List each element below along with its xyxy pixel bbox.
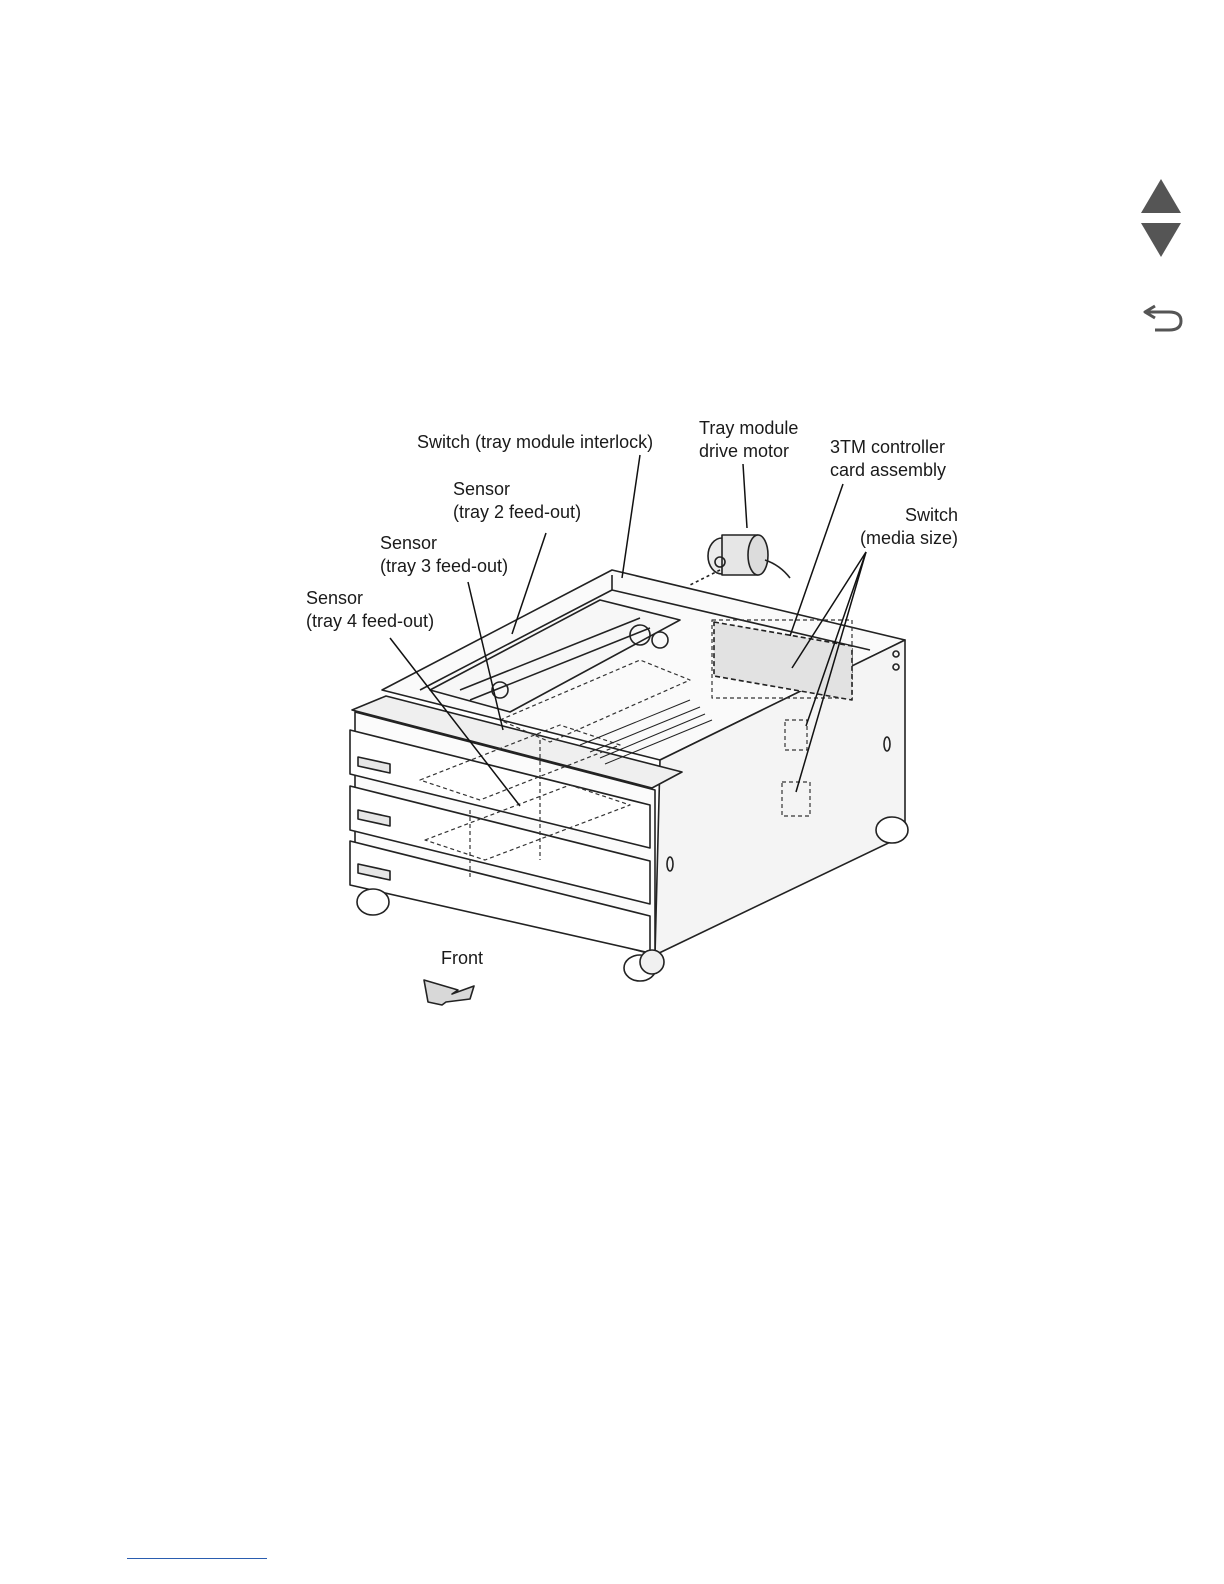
label-media-line2: (media size) [842,527,958,550]
label-controller-line2: card assembly [830,459,946,482]
label-controller-card: 3TM controller card assembly [830,436,946,482]
label-tray3-line1: Sensor [380,532,508,555]
label-tray2-line2: (tray 2 feed-out) [453,501,581,524]
label-tray4-line1: Sensor [306,587,434,610]
label-tray3-line2: (tray 3 feed-out) [380,555,508,578]
label-drive-motor-line2: drive motor [699,440,798,463]
label-tray2-line1: Sensor [453,478,581,501]
label-controller-line1: 3TM controller [830,436,946,459]
label-tray2-sensor: Sensor (tray 2 feed-out) [453,478,581,524]
drive-motor [708,535,790,578]
front-arrow-icon [424,980,474,1005]
label-tray3-sensor: Sensor (tray 3 feed-out) [380,532,508,578]
label-tray4-sensor: Sensor (tray 4 feed-out) [306,587,434,633]
label-front: Front [441,947,483,970]
label-media-line1: Switch [842,504,958,527]
label-tray4-line2: (tray 4 feed-out) [306,610,434,633]
label-drive-motor-line1: Tray module [699,417,798,440]
label-interlock-switch: Switch (tray module interlock) [417,431,653,454]
label-media-switch: Switch (media size) [842,504,958,550]
footer-link-rule [127,1558,267,1559]
label-drive-motor: Tray module drive motor [699,417,798,463]
